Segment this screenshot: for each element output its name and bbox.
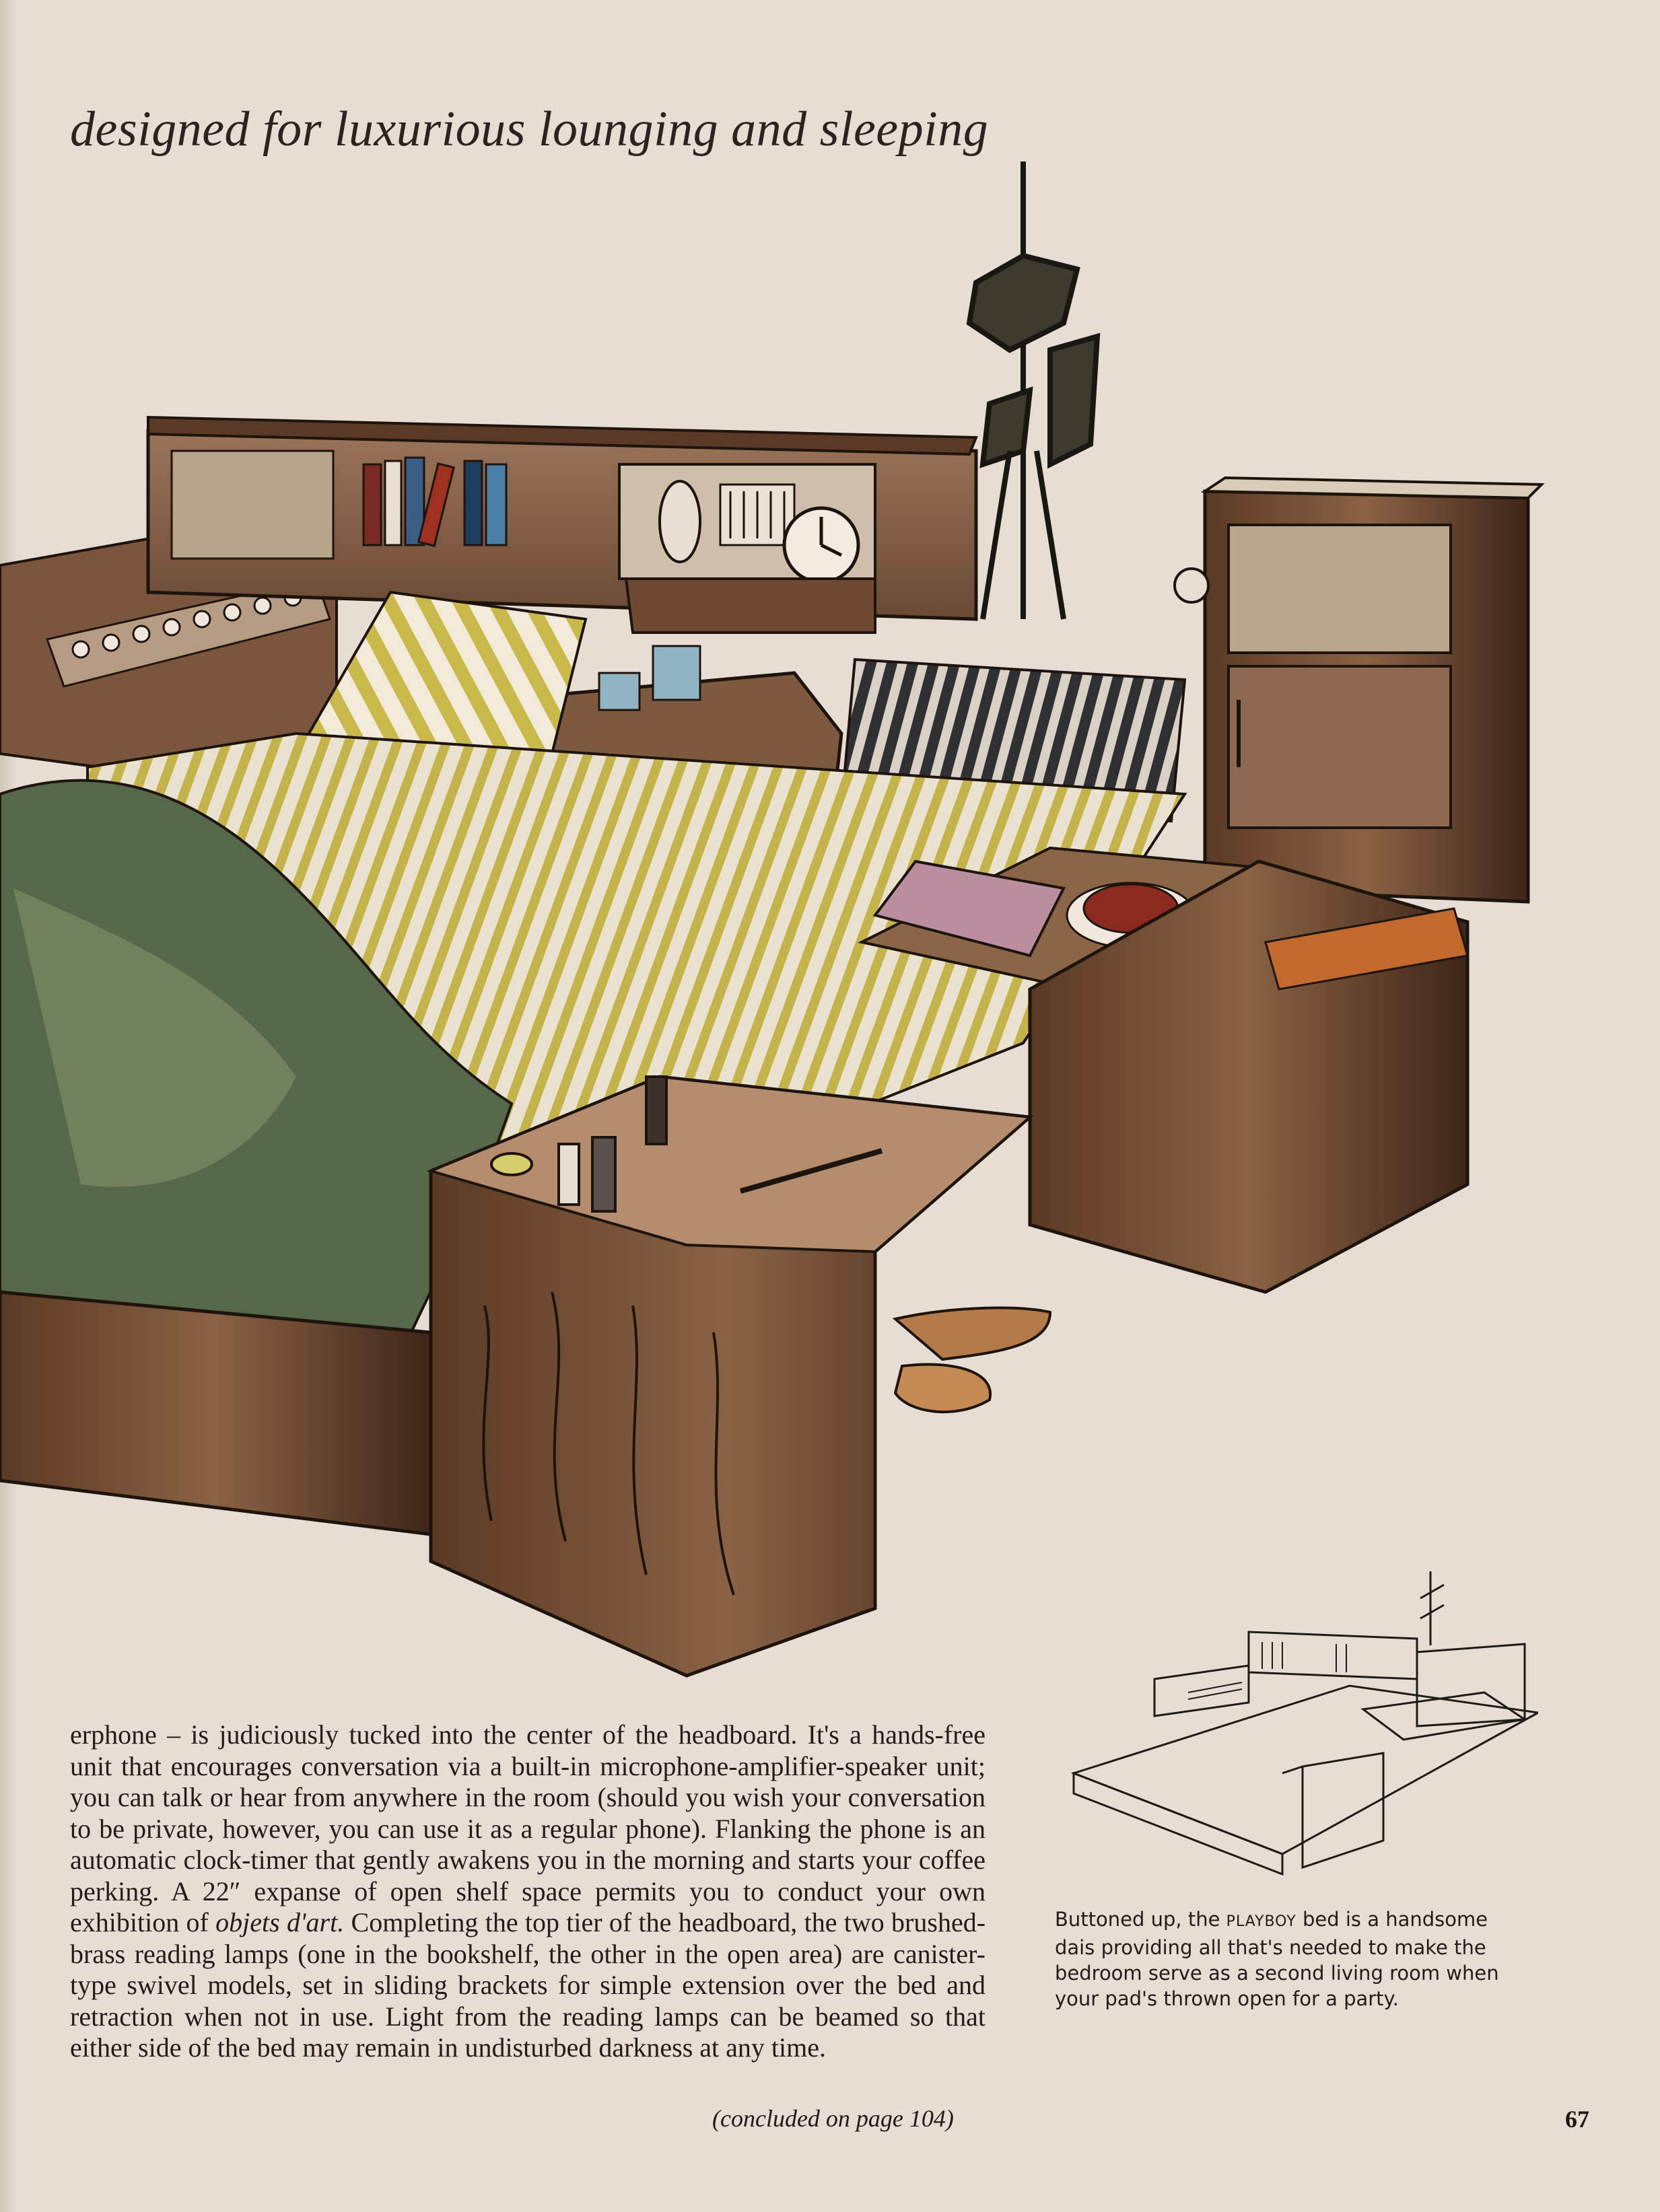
caption-prefix: Buttoned up, the xyxy=(1055,1908,1226,1931)
bed-base xyxy=(0,1290,433,1536)
body-text-part-2: Completing the top tier of the headboard… xyxy=(70,1907,986,2063)
body-text-part-1: erphone – is judiciously tucked into the… xyxy=(70,1719,985,1937)
caption-brand: PLAYBOY xyxy=(1226,1913,1296,1930)
body-text: erphone – is judiciously tucked into the… xyxy=(70,1719,985,2064)
page-headline: designed for luxurious lounging and slee… xyxy=(70,102,989,157)
bed-illustration xyxy=(0,162,1545,1678)
continuation-note: (concluded on page 104) xyxy=(712,2105,954,2132)
illustration-caption: Buttoned up, the PLAYBOY bed is a handso… xyxy=(1055,1906,1519,2011)
sculpture-icon xyxy=(966,162,1101,620)
caption-suffix: bed is a handsome dais providing all tha… xyxy=(1055,1908,1499,2010)
slippers-icon xyxy=(892,1306,1052,1361)
body-text-italic: objets d'art. xyxy=(215,1907,345,1937)
page-number: 67 xyxy=(1565,2106,1589,2133)
bed-line-drawing xyxy=(1070,1571,1538,1876)
